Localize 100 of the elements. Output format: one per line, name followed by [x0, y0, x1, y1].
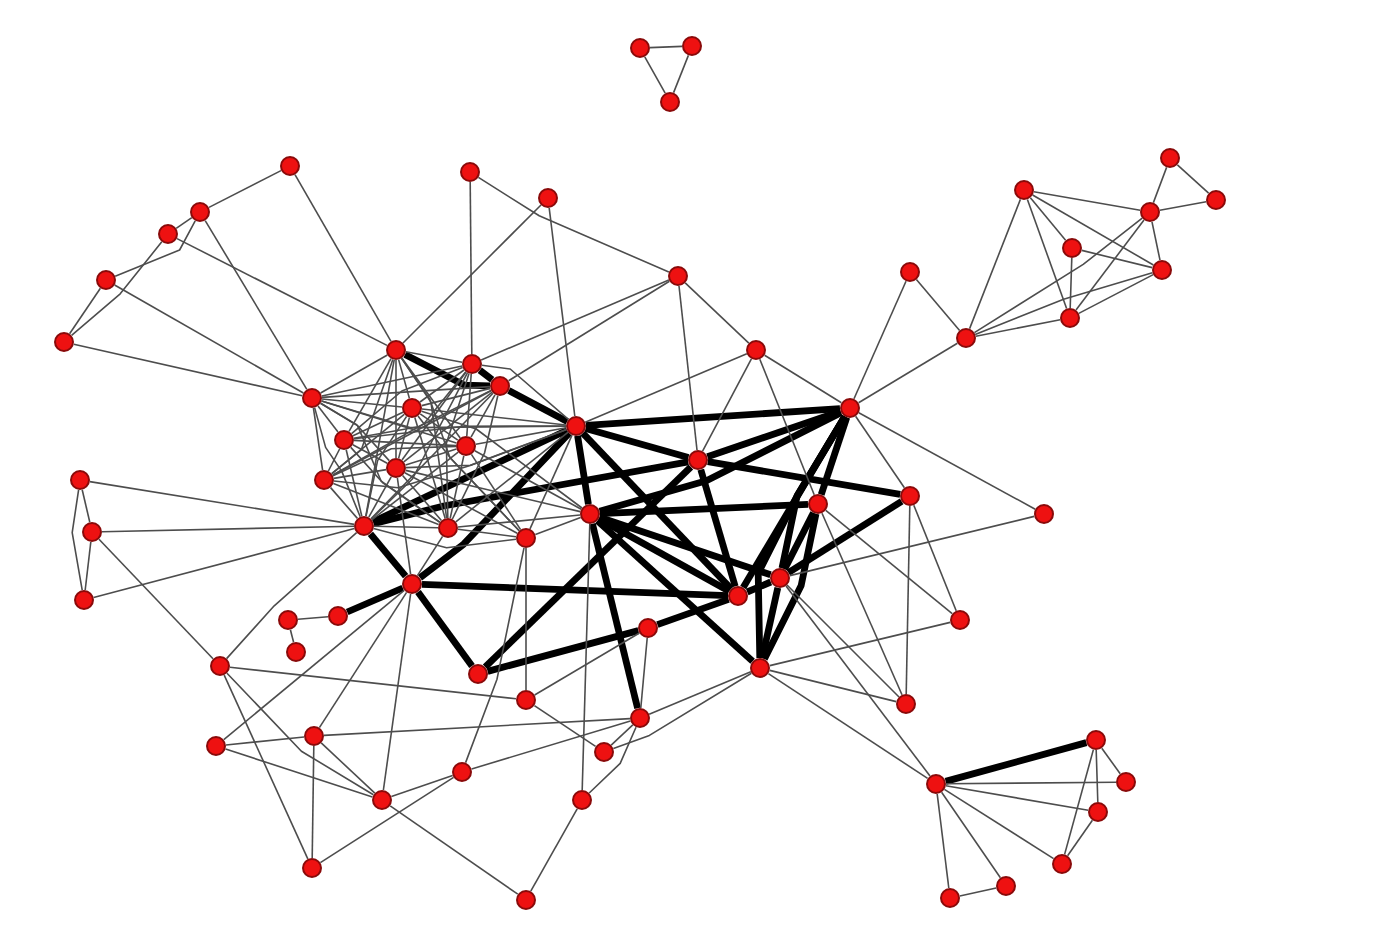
edge-line: [482, 464, 694, 670]
edge-line: [936, 793, 950, 889]
edge-line: [1029, 197, 1067, 241]
edge-line: [598, 409, 843, 515]
network-node: [956, 328, 976, 348]
edge-line: [353, 439, 457, 447]
edge-line: [345, 584, 405, 616]
network-node: [896, 694, 916, 714]
edge-line: [588, 726, 637, 794]
edge-line: [229, 666, 517, 700]
edge-line: [353, 425, 567, 440]
edge-line: [373, 525, 439, 529]
edge-line: [789, 515, 1035, 577]
network-node: [286, 642, 306, 662]
edge-line: [204, 219, 308, 391]
edge-line: [486, 627, 640, 675]
edge-line: [767, 672, 929, 780]
edge-line: [113, 284, 305, 394]
network-node: [460, 162, 480, 182]
network-node: [438, 518, 458, 538]
edge-line: [649, 45, 683, 49]
edge-line: [469, 181, 473, 355]
edge-line: [370, 392, 494, 520]
edge-line: [945, 785, 1089, 811]
network-node: [304, 726, 324, 746]
network-node: [96, 270, 116, 290]
edge-line: [323, 717, 631, 737]
edge-line: [973, 217, 1143, 334]
edge-line: [101, 525, 355, 533]
edge-line: [525, 547, 527, 691]
edge-line: [289, 629, 295, 643]
edge-line: [404, 448, 458, 466]
edge-line: [226, 672, 375, 796]
edge-line: [350, 366, 464, 435]
network-node: [456, 436, 476, 456]
edge-line: [1026, 198, 1068, 310]
edge-line: [533, 704, 597, 748]
network-node: [1062, 238, 1082, 258]
network-node: [74, 590, 94, 610]
edge-line: [580, 430, 734, 592]
edge-line: [584, 425, 690, 461]
network-node: [158, 224, 178, 244]
edge-line: [854, 415, 906, 489]
edge-line: [858, 412, 1036, 510]
edge-line: [470, 394, 496, 438]
edge-line: [786, 584, 900, 698]
edge-line: [697, 468, 739, 588]
network-node: [1152, 260, 1172, 280]
edge-line: [945, 781, 1117, 785]
edge-line: [396, 477, 412, 575]
edge-line: [457, 528, 517, 538]
network-node: [206, 736, 226, 756]
edge-line: [401, 371, 467, 461]
edge-line: [574, 435, 592, 505]
edge-line: [321, 398, 403, 408]
edge-line: [311, 745, 315, 859]
edge-line: [475, 427, 567, 445]
edge-line: [477, 367, 495, 383]
edge-line: [761, 513, 820, 661]
edge-line: [400, 357, 448, 519]
edge-line: [451, 395, 499, 520]
network-node: [516, 690, 536, 710]
network-node: [278, 610, 298, 630]
edge-line: [455, 431, 569, 523]
network-node: [746, 340, 766, 360]
edge-line: [825, 509, 953, 615]
edge-line: [1066, 819, 1094, 857]
edge-line: [1069, 257, 1073, 309]
edge-line: [763, 354, 843, 404]
edge-line: [92, 527, 356, 599]
edge-line: [329, 486, 359, 520]
network-node: [516, 528, 536, 548]
edge-line: [68, 287, 102, 335]
network-node: [660, 92, 680, 112]
edge-line: [318, 591, 408, 729]
edge-line: [1033, 191, 1141, 211]
edge-line: [321, 365, 463, 397]
network-node: [468, 664, 488, 684]
edge-line: [457, 514, 581, 528]
network-node: [354, 516, 374, 536]
edge-line: [943, 788, 1055, 860]
edge-line: [317, 405, 339, 433]
edge-line: [758, 587, 782, 659]
edge-line: [477, 176, 670, 273]
edge-line: [507, 387, 569, 425]
edge-line: [371, 451, 459, 521]
network-node: [1086, 730, 1106, 750]
network-node: [280, 156, 300, 176]
network-node: [940, 888, 960, 908]
edge-line: [404, 472, 518, 534]
edge-line: [534, 516, 582, 536]
network-node: [630, 38, 650, 58]
network-node: [516, 890, 536, 910]
edge-line: [294, 173, 392, 343]
edge-line: [445, 372, 470, 519]
edge-line: [1031, 194, 1155, 266]
edge-line: [466, 373, 472, 437]
edge-line: [405, 469, 581, 513]
network-node: [190, 202, 210, 222]
edge-line: [367, 531, 409, 579]
